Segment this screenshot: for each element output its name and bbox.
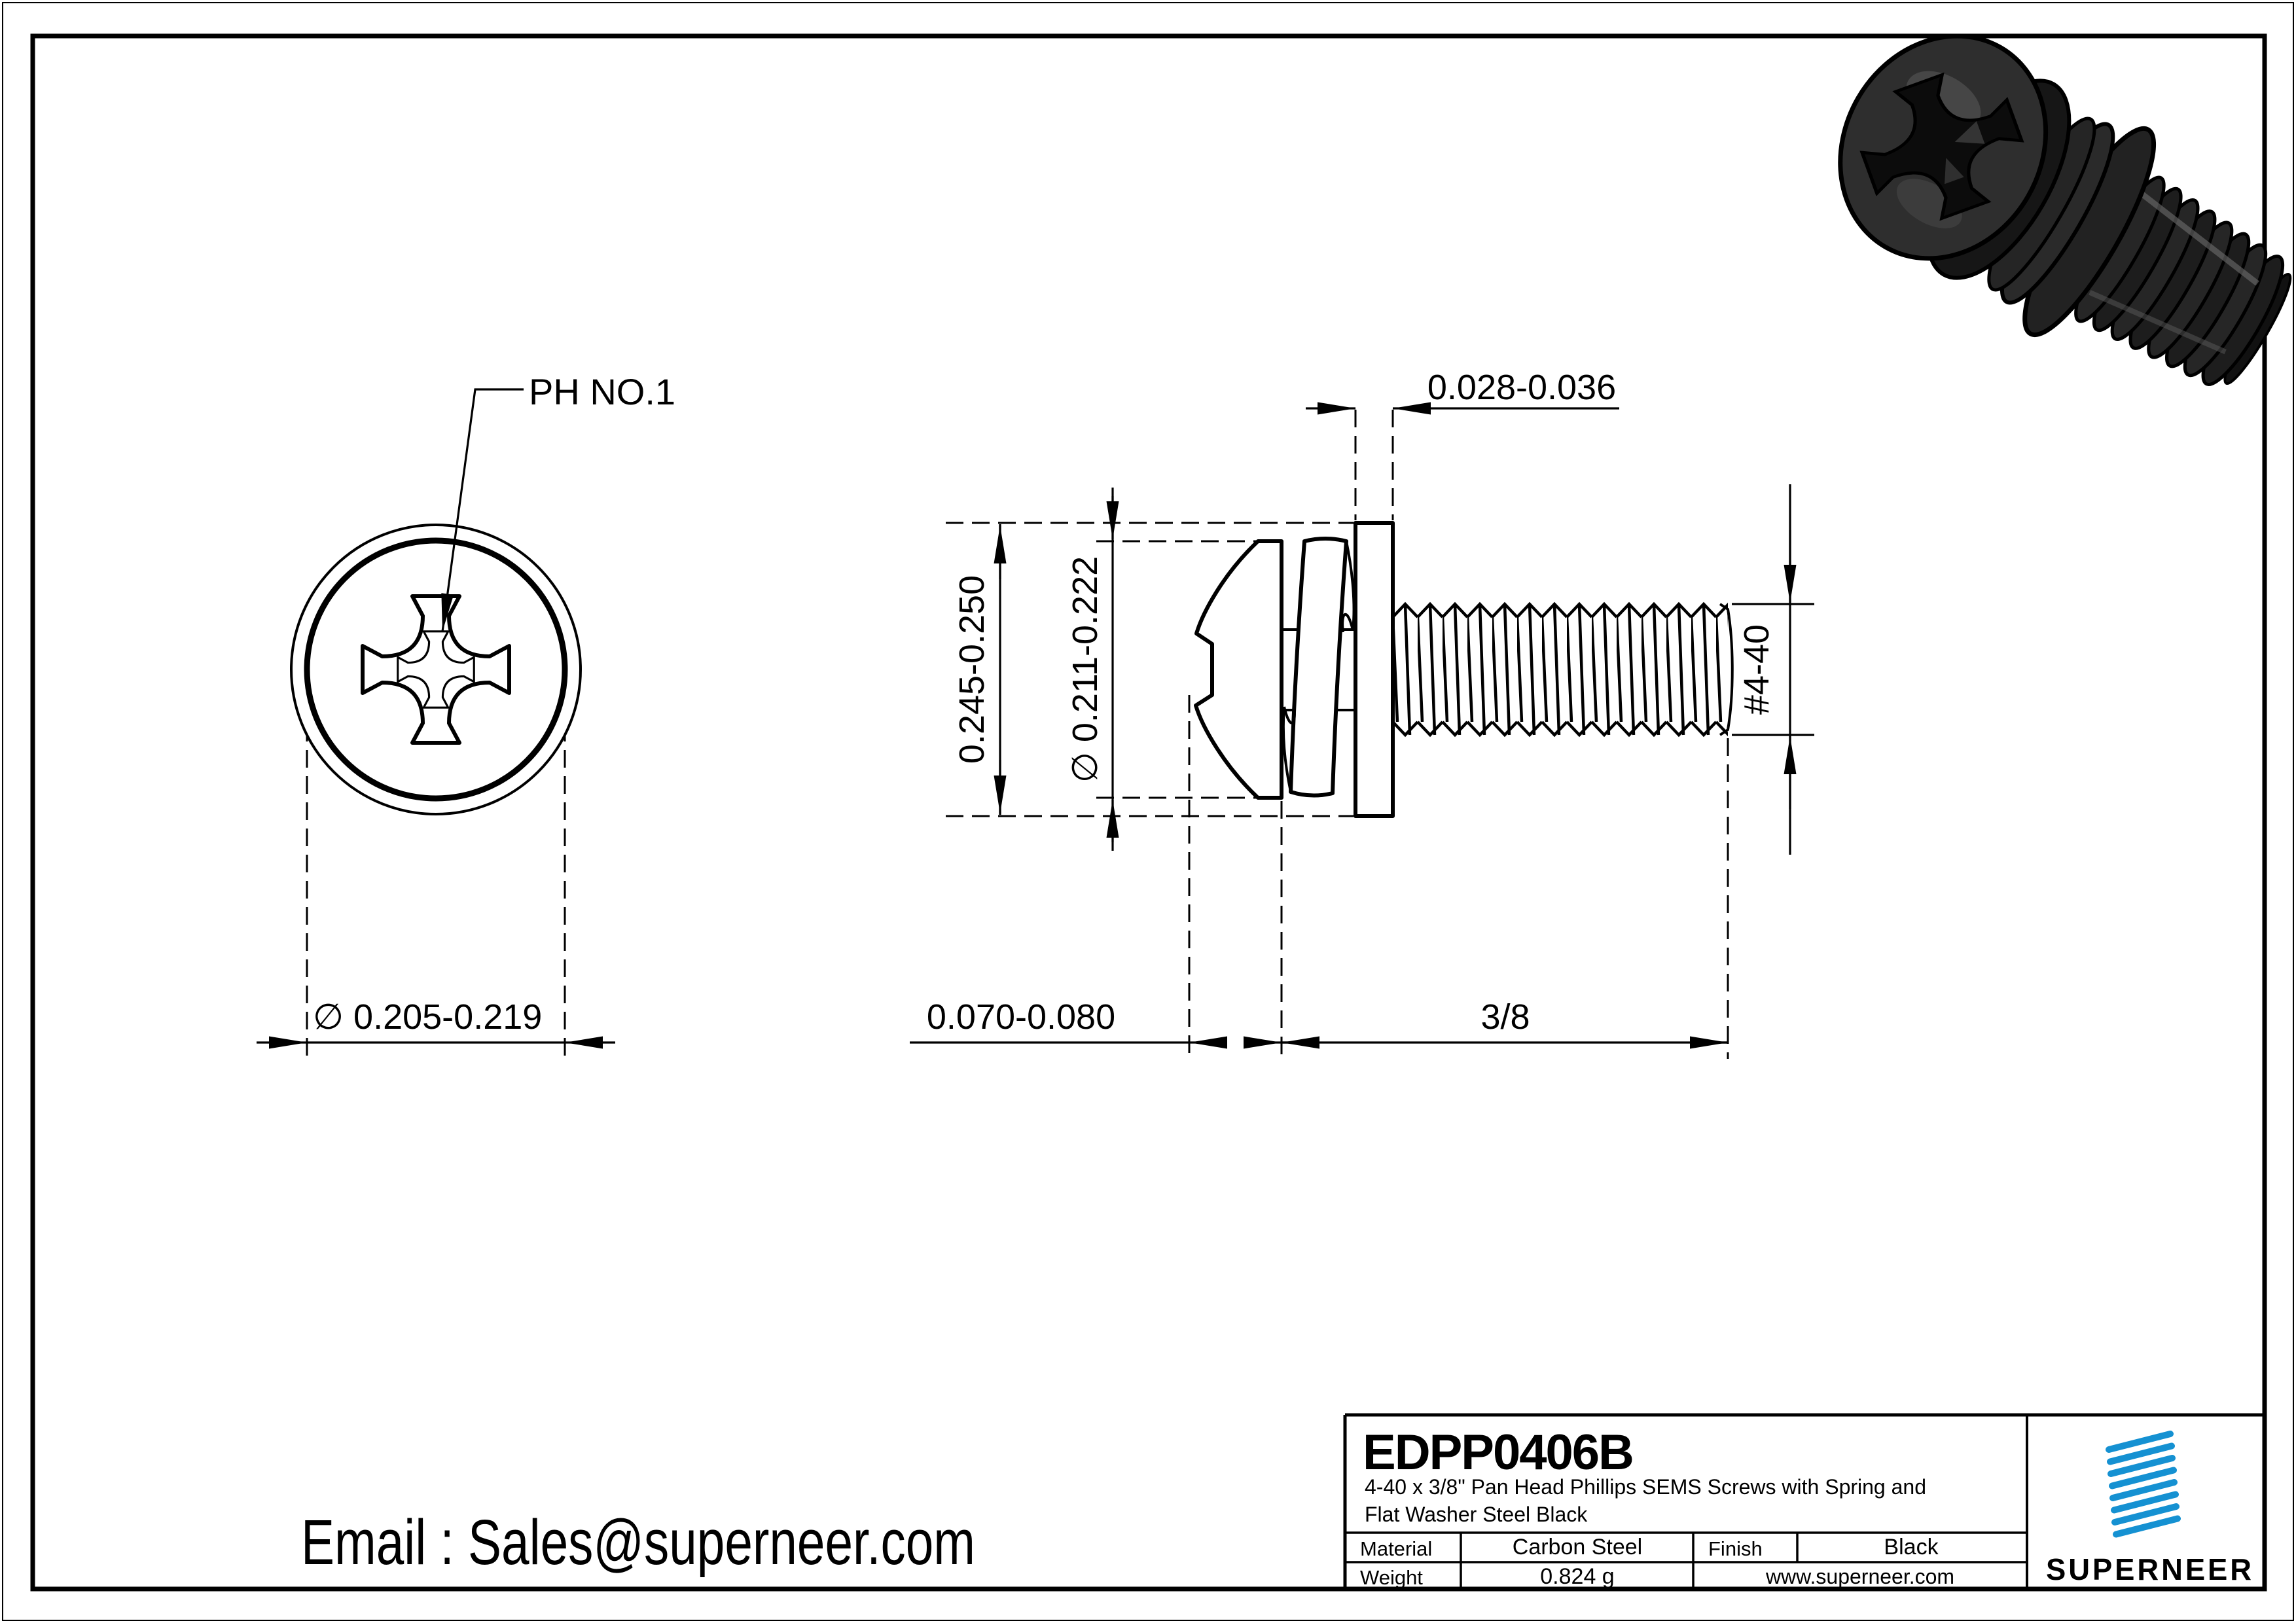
dim-washer-thickness: 0.028-0.036 bbox=[1306, 368, 1619, 520]
leader-line bbox=[441, 388, 524, 632]
ph-callout: PH NO.1 bbox=[441, 371, 675, 632]
part-number: EDPP0406B bbox=[1363, 1425, 1633, 1480]
dim-text: ∅ 0.211-0.222 bbox=[1066, 556, 1105, 783]
pan-head bbox=[1194, 539, 1283, 800]
weight-label: Weight bbox=[1360, 1566, 1423, 1589]
dim-head-diameter-side: ∅ 0.211-0.222 bbox=[1066, 488, 1260, 851]
logo-stripes-icon bbox=[2106, 1431, 2181, 1538]
head-outline-circle bbox=[304, 537, 568, 802]
screw-3d-render bbox=[1838, 33, 2292, 386]
title-block: EDPP0406B 4-40 x 3/8" Pan Head Phillips … bbox=[1343, 1413, 2265, 1589]
side-view: 0.028-0.036 0.245-0.250 ∅ 0.211-0.222 bbox=[910, 368, 1814, 1059]
dim-text: ∅ 0.205-0.219 bbox=[313, 997, 542, 1037]
dim-thread-size: #4-40 bbox=[1732, 484, 1814, 855]
front-view: PH NO.1 ∅ 0.205-0.219 bbox=[257, 371, 675, 1059]
brand-wordmark: SUPERNEER bbox=[2046, 1552, 2254, 1586]
dim-text: 3/8 bbox=[1480, 997, 1530, 1037]
flat-washer bbox=[1354, 521, 1395, 818]
dim-length: 3/8 bbox=[1282, 738, 1729, 1059]
phillips-recess-3d bbox=[1859, 72, 2024, 221]
thread bbox=[1393, 599, 1734, 740]
material-label: Material bbox=[1360, 1537, 1432, 1560]
dim-text: 0.028-0.036 bbox=[1427, 368, 1616, 407]
dim-text: 0.245-0.250 bbox=[952, 575, 992, 764]
website-link[interactable]: www.superneer.com bbox=[1765, 1565, 1954, 1588]
phillips-recess bbox=[361, 594, 511, 745]
dim-head-height: 0.070-0.080 bbox=[910, 695, 1283, 1059]
finish-value: Black bbox=[1884, 1535, 1939, 1560]
dim-head-diameter-front: ∅ 0.205-0.219 bbox=[257, 997, 615, 1049]
ph-label: PH NO.1 bbox=[529, 371, 675, 412]
superneer-logo: SUPERNEER bbox=[2046, 1431, 2254, 1586]
description-line1: 4-40 x 3/8" Pan Head Phillips SEMS Screw… bbox=[1365, 1475, 1926, 1499]
spring-washer bbox=[1282, 537, 1355, 798]
finish-label: Finish bbox=[1708, 1537, 1763, 1560]
drawing-frame bbox=[30, 33, 2267, 1592]
contact-email: Email : Sales@superneer.com bbox=[301, 1507, 975, 1578]
dim-text: 0.070-0.080 bbox=[927, 997, 1115, 1037]
dim-text: #4-40 bbox=[1737, 624, 1776, 715]
dim-washer-od: 0.245-0.250 bbox=[946, 522, 1354, 817]
material-value: Carbon Steel bbox=[1513, 1535, 1642, 1560]
description-line2: Flat Washer Steel Black bbox=[1365, 1503, 1588, 1526]
weight-value: 0.824 g bbox=[1540, 1564, 1614, 1589]
